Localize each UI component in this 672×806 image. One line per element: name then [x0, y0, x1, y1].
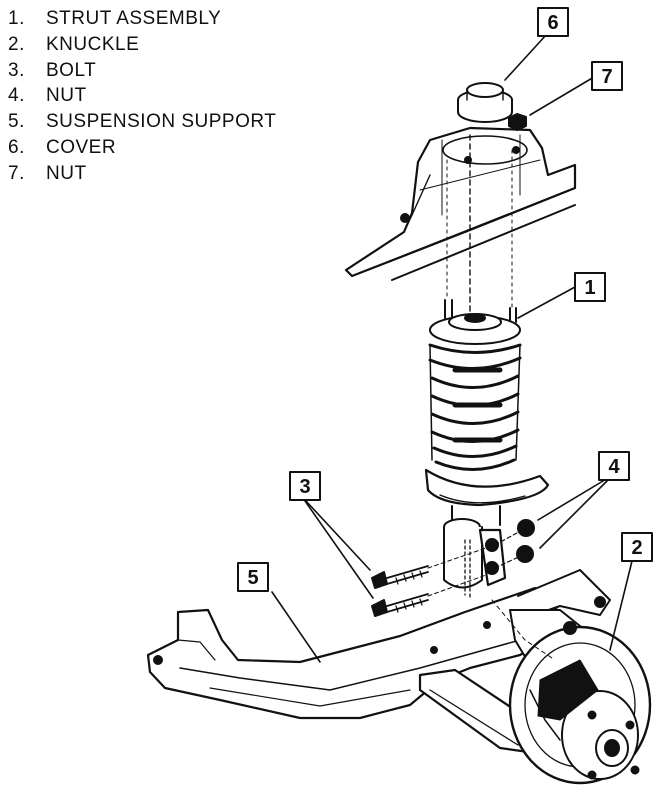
legend-item-nut-upper: 7. NUT	[8, 161, 276, 187]
legend-item-strut-assembly: 1. STRUT ASSEMBLY	[8, 6, 276, 32]
callout-4: 4	[598, 451, 630, 481]
bolts	[371, 547, 487, 617]
legend-number: 5.	[8, 111, 25, 133]
leader-lines	[271, 33, 633, 663]
cover-part	[457, 82, 513, 123]
legend-label: NUT	[46, 162, 87, 184]
callout-5-label: 5	[247, 567, 258, 589]
callout-7: 7	[591, 61, 623, 91]
upper-nut-part	[508, 113, 527, 131]
legend-label: COVER	[46, 136, 117, 158]
parts-legend: 1.STRUT ASSEMBLY 2.KNUCKLE 3.BOLT 4.NUT …	[8, 6, 276, 187]
coil-spring	[428, 343, 522, 471]
lower-spring-seat	[424, 468, 550, 507]
legend-item-nut: 4. NUT	[8, 83, 276, 109]
legend-number: 7.	[8, 162, 25, 184]
callout-4-label: 4	[608, 456, 620, 478]
callout-2-label: 2	[631, 537, 642, 559]
upper-body-panel	[344, 126, 577, 281]
legend-label: STRUT ASSEMBLY	[46, 8, 222, 29]
legend-label: NUT	[46, 85, 87, 107]
strut-rod	[444, 134, 517, 323]
side-nuts	[494, 519, 535, 569]
callout-1-label: 1	[584, 277, 595, 299]
alignment-lines	[491, 599, 556, 661]
legend-item-bolt: 3. BOLT	[8, 58, 276, 84]
strut-tube	[443, 505, 507, 599]
legend-number: 2.	[8, 33, 25, 55]
callout-3: 3	[289, 471, 321, 501]
lower-control-arm	[418, 569, 611, 754]
callout-6: 6	[537, 7, 569, 37]
strut-upper-mount	[429, 313, 521, 345]
knuckle-rotor	[508, 596, 652, 785]
legend-label: KNUCKLE	[46, 33, 140, 55]
legend-label: SUSPENSION SUPPORT	[46, 111, 277, 133]
callout-2: 2	[621, 532, 653, 562]
callout-3-label: 3	[299, 476, 310, 498]
legend-item-suspension-support: 5. SUSPENSION SUPPORT	[8, 109, 276, 135]
legend-item-cover: 6. COVER	[8, 135, 276, 161]
callout-5: 5	[237, 562, 269, 592]
legend-item-knuckle: 2. KNUCKLE	[8, 32, 276, 58]
legend-number: 6.	[8, 136, 25, 158]
legend-label: BOLT	[46, 59, 97, 81]
legend-number: 3.	[8, 59, 25, 81]
legend-number: 1.	[8, 8, 25, 29]
callout-6-label: 6	[547, 12, 558, 34]
callout-7-label: 7	[601, 66, 612, 88]
callout-1: 1	[574, 272, 606, 302]
legend-number: 4.	[8, 85, 25, 107]
